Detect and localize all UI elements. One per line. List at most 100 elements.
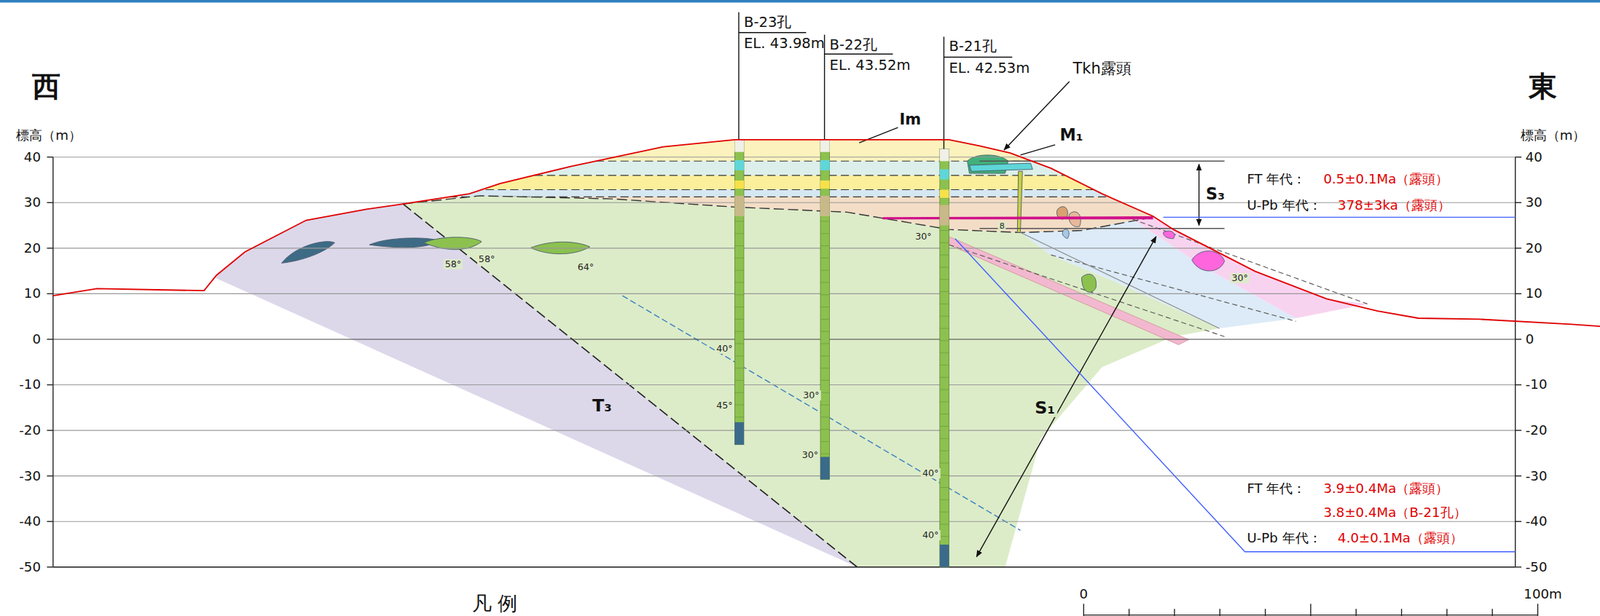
- leader-line: [979, 228, 1225, 229]
- leader-line: [943, 56, 1013, 58]
- axis-title: 標高（m）: [1520, 128, 1587, 143]
- borehole-name: B-23孔: [743, 14, 792, 31]
- borehole-column: [820, 294, 830, 296]
- geologic-unit: [387, 175, 1204, 191]
- age-value: 4.0±0.1Ma（露頭）: [1337, 531, 1464, 546]
- grid-line: [46, 521, 53, 523]
- grid-line: [1515, 202, 1522, 204]
- dip-angle: 58°: [477, 254, 497, 265]
- grid-line: [46, 521, 1522, 523]
- dip-angle: 40°: [920, 530, 940, 541]
- axis-tick: 30: [1525, 195, 1543, 210]
- borehole-column: [820, 195, 830, 217]
- scale-bar: [1310, 604, 1311, 616]
- borehole-column: [820, 245, 830, 247]
- leader-line: [1198, 164, 1200, 226]
- scale-bar: [1446, 609, 1447, 616]
- geologic-unit: [387, 161, 1204, 197]
- borehole-column: [820, 220, 830, 222]
- contact-line: [948, 244, 1225, 337]
- lens-body: [1068, 212, 1081, 228]
- borehole-column: [734, 355, 744, 357]
- borehole-column: [820, 281, 830, 283]
- geologic-unit: [387, 190, 1204, 198]
- grid-line: [46, 156, 53, 158]
- borehole-column: [820, 233, 830, 234]
- leader-line: [824, 53, 894, 55]
- lens-body: [882, 216, 1153, 220]
- borehole-column: [734, 139, 744, 446]
- contact-line: [402, 195, 1153, 233]
- borehole-column: [734, 405, 744, 406]
- borehole-column: [939, 190, 950, 199]
- borehole-column: [820, 180, 830, 189]
- lens-body: [1163, 230, 1176, 239]
- leader-line: [738, 32, 806, 33]
- grid-line: [46, 475, 1522, 477]
- borehole-column: [734, 380, 744, 382]
- axis-tick: -50: [18, 560, 41, 575]
- borehole-column: [820, 367, 830, 369]
- dip-angle: 30°: [1229, 273, 1249, 284]
- geologic-unit: [387, 132, 1204, 248]
- leader-line: [976, 236, 1156, 558]
- borehole-column: [820, 160, 830, 171]
- grid-line: [46, 429, 53, 431]
- lens-body: [1017, 171, 1023, 233]
- borehole-elevation: EL. 42.53m: [948, 60, 1030, 77]
- contact-line: [402, 195, 1367, 568]
- axis-tick: 10: [24, 286, 41, 301]
- borehole-column: [734, 160, 744, 171]
- borehole-column: [734, 257, 744, 259]
- borehole-column: [939, 426, 950, 427]
- grid-line: [46, 384, 53, 386]
- leader-line: [738, 12, 1516, 558]
- scale-bar: [1173, 609, 1175, 616]
- borehole-column: [734, 331, 744, 333]
- axis-tick: -30: [18, 469, 41, 484]
- axis: [53, 157, 1516, 568]
- grid-line: [53, 430, 1516, 432]
- borehole-elevation: EL. 43.98m: [743, 35, 825, 52]
- grid-line: [46, 156, 1522, 158]
- grid-line: [1515, 475, 1522, 477]
- grid-line: [46, 429, 1522, 431]
- borehole-column: [939, 377, 950, 379]
- borehole-column: [734, 306, 744, 308]
- borehole-column: [939, 205, 950, 226]
- ground-surface: [53, 139, 1600, 327]
- scale-bar: [1355, 609, 1357, 616]
- grid-line: [1515, 338, 1522, 340]
- unit-label: Im: [899, 112, 921, 129]
- axis-tick: -10: [18, 377, 41, 392]
- borehole-column: [939, 242, 950, 244]
- dip-angle: 64°: [576, 262, 596, 273]
- borehole-column: [939, 544, 950, 568]
- leader-line: [1020, 144, 1056, 156]
- scale-bar: [1128, 609, 1130, 616]
- leader-line: [979, 161, 1225, 162]
- borehole-column: [939, 169, 950, 180]
- borehole-column: [939, 475, 950, 476]
- borehole-column: [939, 230, 950, 231]
- borehole-column: [939, 266, 950, 268]
- borehole-column: [734, 367, 744, 369]
- axis-title: 標高（m）: [16, 128, 82, 143]
- borehole-column: [939, 328, 950, 330]
- scale-label: 0: [1079, 587, 1089, 602]
- grid-line: [46, 293, 53, 295]
- axis-tick: -40: [18, 514, 41, 529]
- borehole-column: [820, 331, 830, 333]
- borehole-column: [820, 139, 830, 153]
- borehole-column: [734, 422, 744, 446]
- borehole-name: B-22孔: [829, 37, 878, 54]
- axis-tick: -10: [1525, 377, 1548, 392]
- borehole-column: [939, 352, 950, 354]
- borehole-column: [939, 291, 950, 293]
- contact-line: [1132, 219, 1368, 304]
- axis: [52, 157, 54, 568]
- scale-bar: [1083, 604, 1538, 616]
- axis-tick: 40: [1525, 150, 1543, 165]
- scale-bar: [1492, 609, 1493, 616]
